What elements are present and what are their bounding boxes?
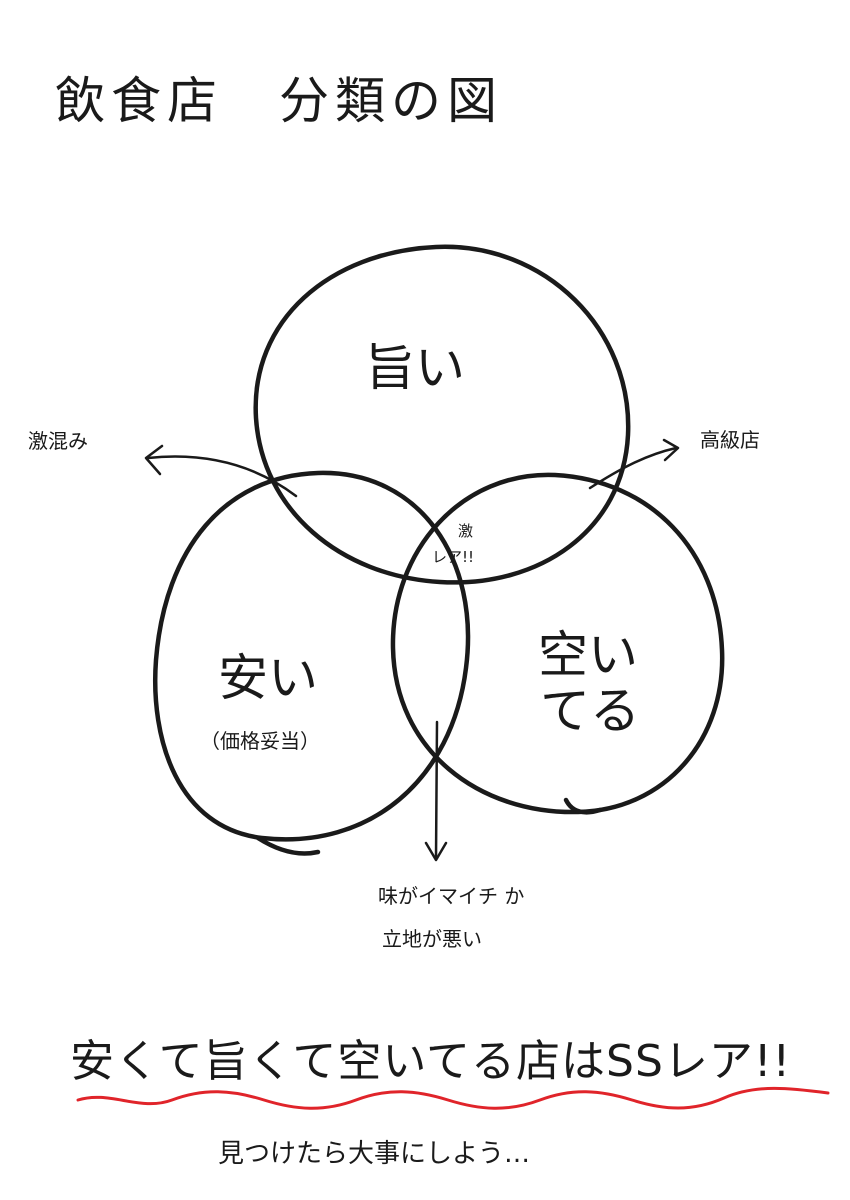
arrow-down-target-line2: 立地が悪い	[382, 927, 482, 951]
arrow-left	[146, 455, 298, 498]
circle-empty-tail	[563, 797, 603, 815]
red-wavy-underline	[76, 1086, 830, 1110]
label-cheap: 安い	[218, 649, 318, 707]
arrow-right-head	[662, 438, 680, 462]
label-tasty: 旨い	[365, 339, 465, 397]
arrow-left-target: 激混み	[28, 429, 88, 453]
circle-cheap-tail	[255, 835, 321, 856]
label-empty-line2: てる	[540, 682, 640, 740]
label-cheap-sub: （価格妥当）	[200, 729, 320, 753]
arrow-down-target-line1: 味がイマイチ か	[378, 884, 524, 908]
circle-tasty	[253, 244, 631, 585]
footer-subline: 見つけたら大事にしよう…	[218, 1139, 530, 1169]
center-label-line1: 激	[458, 522, 473, 540]
arrow-right	[588, 446, 678, 490]
center-label-line2: レア!!	[432, 548, 474, 566]
arrow-left-head	[144, 444, 164, 476]
arrow-down-head	[424, 841, 448, 862]
arrow-down	[434, 720, 439, 860]
footer-headline: 安くて旨くて空いてる店はSSレア!!	[70, 1036, 791, 1087]
label-empty-line1: 空い	[538, 626, 638, 684]
arrow-right-target: 高級店	[700, 428, 760, 452]
page-title: 飲食店 分類の図	[55, 72, 503, 130]
